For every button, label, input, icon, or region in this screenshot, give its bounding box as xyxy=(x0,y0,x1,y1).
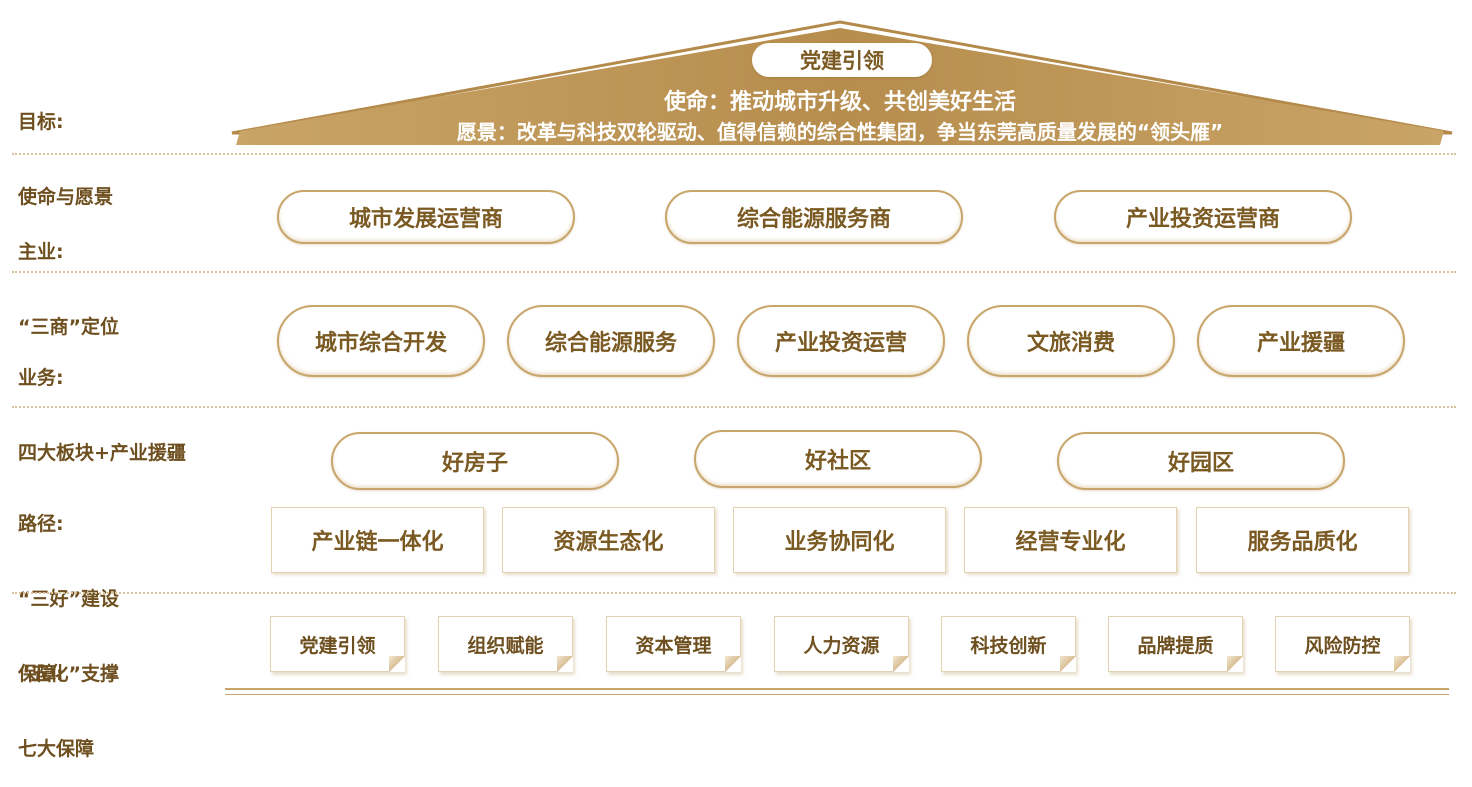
guarantee-item-1: 党建引领 xyxy=(270,616,405,672)
guarantee-item-5: 科技创新 xyxy=(941,616,1076,672)
label-main-line2: “三商”定位 xyxy=(18,316,119,338)
guarantee-label-5: 科技创新 xyxy=(970,634,1047,657)
label-business-line2: 四大板块+产业援疆 xyxy=(18,442,186,464)
five-ization-item-3: 业务协同化 xyxy=(733,507,946,573)
label-path-line2: “三好”建设 xyxy=(18,588,119,610)
guarantee-label-3: 资本管理 xyxy=(635,634,712,657)
business-item-2: 综合能源服务 xyxy=(507,305,715,377)
guarantee-item-7: 风险防控 xyxy=(1275,616,1410,672)
label-business: 业务: 四大板块+产业援疆 xyxy=(18,316,186,491)
mission-text: 使命：推动城市升级、共创美好生活 xyxy=(663,90,1016,115)
label-main: 主业: “三商”定位 xyxy=(18,190,119,365)
vision-text: 愿景：改革与科技双轮驱动、值得信赖的综合性集团，争当东莞高质量发展的“领头雁” xyxy=(456,120,1224,144)
guarantee-label-1: 党建引领 xyxy=(299,634,376,657)
divider-4 xyxy=(12,592,1456,594)
divider-2 xyxy=(12,271,1456,273)
label-goal: 目标: 使命与愿景 xyxy=(18,60,113,235)
foundation-line-bottom xyxy=(225,694,1449,695)
label-guarantee-line2: 七大保障 xyxy=(18,738,95,760)
business-item-5: 产业援疆 xyxy=(1197,305,1405,377)
roof-shape xyxy=(231,20,1453,145)
main-item-1: 城市发展运营商 xyxy=(277,190,575,244)
label-guarantee: 保障: 七大保障 xyxy=(18,612,94,787)
five-ization-item-2: 资源生态化 xyxy=(502,507,715,573)
five-ization-item-1: 产业链一体化 xyxy=(271,507,484,573)
business-item-3: 产业投资运营 xyxy=(737,305,945,377)
divider-3 xyxy=(12,406,1456,408)
label-path-line3: “五化”支撑 xyxy=(18,663,119,685)
guarantee-item-2: 组织赋能 xyxy=(438,616,573,672)
page-fold-icon xyxy=(389,656,405,672)
guarantee-label-7: 风险防控 xyxy=(1304,634,1381,657)
business-item-1: 城市综合开发 xyxy=(277,305,485,377)
guarantee-label-4: 人力资源 xyxy=(803,634,880,657)
divider-1 xyxy=(12,153,1456,155)
three-good-item-3: 好园区 xyxy=(1057,432,1345,490)
label-guarantee-line1: 保障: xyxy=(18,663,64,685)
guarantee-item-6: 品牌提质 xyxy=(1108,616,1243,672)
page-fold-icon xyxy=(1060,656,1076,672)
label-main-line1: 主业: xyxy=(18,241,64,263)
page-fold-icon xyxy=(1227,656,1243,672)
main-item-3: 产业投资运营商 xyxy=(1054,190,1352,244)
page-fold-icon xyxy=(557,656,573,672)
three-good-item-1: 好房子 xyxy=(331,432,619,490)
guarantee-label-2: 组织赋能 xyxy=(467,634,544,657)
five-ization-item-4: 经营专业化 xyxy=(964,507,1177,573)
page-fold-icon xyxy=(725,656,741,672)
page-fold-icon xyxy=(893,656,909,672)
foundation-line-top xyxy=(225,688,1449,690)
label-business-line1: 业务: xyxy=(18,367,64,389)
business-item-4: 文旅消费 xyxy=(967,305,1175,377)
main-item-2: 综合能源服务商 xyxy=(665,190,963,244)
guarantee-label-6: 品牌提质 xyxy=(1137,634,1214,657)
party-leadership-badge: 党建引领 xyxy=(752,43,932,77)
three-good-item-2: 好社区 xyxy=(694,430,982,488)
guarantee-item-4: 人力资源 xyxy=(774,616,909,672)
label-goal-line2: 使命与愿景 xyxy=(18,186,114,208)
label-path-line1: 路径: xyxy=(18,513,64,535)
page-fold-icon xyxy=(1394,656,1410,672)
guarantee-item-3: 资本管理 xyxy=(606,616,741,672)
five-ization-item-5: 服务品质化 xyxy=(1196,507,1409,573)
label-goal-line1: 目标: xyxy=(18,111,64,133)
